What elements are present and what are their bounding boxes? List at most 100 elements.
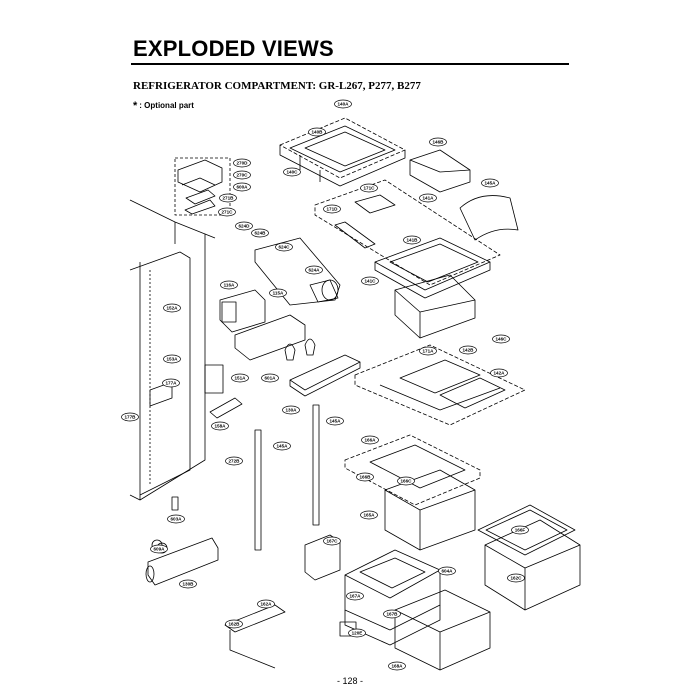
callout-label: 270D xyxy=(237,161,249,166)
callout-166b: 166B xyxy=(356,472,374,482)
callout-label: 603A xyxy=(171,517,183,522)
callout-label: 120E xyxy=(352,631,363,636)
callout-label: 145A xyxy=(330,419,342,424)
callout-label: 270C xyxy=(237,173,249,178)
callout-label: 116A xyxy=(224,283,235,288)
callout-label: 158A xyxy=(215,424,227,429)
callout-label: 140A xyxy=(338,102,350,107)
callout-label: 624D xyxy=(239,224,251,229)
callout-label: 167C xyxy=(327,539,339,544)
callout-label: 600A xyxy=(237,185,249,190)
callout-label: 168A xyxy=(392,664,404,669)
callout-label: 141B xyxy=(407,238,419,243)
callout-label: 171A xyxy=(423,349,435,354)
callout-168a: 168A xyxy=(388,661,406,671)
callout-label: 165A xyxy=(364,513,376,518)
callout-145a: 145A xyxy=(481,178,499,188)
callout-label: 624A xyxy=(309,268,321,273)
cover-145a xyxy=(459,195,519,241)
callout-label: 145A xyxy=(277,444,289,449)
callout-120e: 120E xyxy=(348,628,366,638)
lamp-assembly xyxy=(284,338,361,397)
page-title: EXPLODED VIEWS xyxy=(133,36,334,61)
callout-label: 162C xyxy=(511,576,523,581)
callout-601a: 601A xyxy=(261,373,279,383)
callout-167c: 167C xyxy=(323,536,341,546)
callout-162a: 162A xyxy=(257,599,275,609)
callout-165a: 165A xyxy=(360,510,378,520)
callout-label: 177B xyxy=(125,415,137,420)
shelf-group-141 xyxy=(314,179,501,299)
callout-600a: 600A xyxy=(233,182,251,192)
callout-624a: 624A xyxy=(305,265,323,275)
callout-label: 153A xyxy=(167,357,179,362)
callout-145a: 145A xyxy=(273,441,291,451)
callout-166c: 166C xyxy=(397,476,415,486)
shelf-rail-left xyxy=(254,429,262,551)
shelf-rail-right xyxy=(312,404,320,526)
callout-145a: 145A xyxy=(326,416,344,426)
callout-153a: 153A xyxy=(163,354,181,364)
callout-609a: 609A xyxy=(150,544,168,554)
callout-label: 271B xyxy=(223,196,235,201)
callout-label: 167A xyxy=(350,594,362,599)
drawer-179a xyxy=(394,274,476,339)
callout-270c: 270C xyxy=(233,170,251,180)
callout-141c: 141C xyxy=(361,276,379,286)
lower-compartment-parts xyxy=(304,534,441,646)
callout-166f: 166F xyxy=(511,525,529,535)
callout-272b: 272B xyxy=(225,456,243,466)
callout-label: 624C xyxy=(279,245,291,250)
callout-labels: 140A140B140C146B145A171C171D141A141B141C… xyxy=(121,99,529,671)
callout-177a: 177A xyxy=(162,378,180,388)
callout-label: 130B xyxy=(183,582,195,587)
callout-270d: 270D xyxy=(233,158,251,168)
callout-label: 271C xyxy=(222,210,234,215)
crisper-166a xyxy=(344,434,481,551)
callout-158a: 158A xyxy=(211,421,229,431)
callout-603a: 603A xyxy=(167,514,185,524)
callout-label: 166A xyxy=(365,438,377,443)
callout-label: 609A xyxy=(154,547,166,552)
control-box-116a xyxy=(219,289,306,361)
callout-152a: 152A xyxy=(163,303,181,313)
callout-label: 142A xyxy=(494,371,506,376)
callout-142a: 142A xyxy=(490,368,508,378)
callout-140c: 140C xyxy=(283,167,301,177)
callout-label: 177A xyxy=(166,381,178,386)
callout-130b: 130B xyxy=(179,579,197,589)
callout-171d: 171D xyxy=(323,204,341,214)
callout-141a: 141A xyxy=(419,193,437,203)
callout-label: 166C xyxy=(401,479,413,484)
callout-151a: 151A xyxy=(231,373,249,383)
callout-271b: 271B xyxy=(219,193,237,203)
callout-label: 115A xyxy=(273,291,284,296)
optional-star-mark: * xyxy=(133,100,138,112)
callout-label: 140C xyxy=(287,170,299,175)
callout-label: 145A xyxy=(485,181,497,186)
page-number: - 128 - xyxy=(336,676,363,686)
callout-label: 166F xyxy=(515,528,526,533)
callout-167b: 167B xyxy=(383,609,401,619)
section-subtitle: REFRIGERATOR COMPARTMENT: GR-L267, P277,… xyxy=(133,80,421,92)
callout-label: 604A xyxy=(442,569,454,574)
callout-141b: 141B xyxy=(403,235,421,245)
optional-part-label: : Optional part xyxy=(139,101,194,110)
callout-177b: 177B xyxy=(121,412,139,422)
callout-162c: 162C xyxy=(507,573,525,583)
callout-label: 167B xyxy=(387,612,399,617)
callout-162b: 162B xyxy=(225,619,243,629)
drawer-168a xyxy=(394,589,491,671)
cabinet-outline xyxy=(129,199,216,501)
callout-624c: 624C xyxy=(275,242,293,252)
callout-171c: 171C xyxy=(360,183,378,193)
callout-label: 162A xyxy=(261,602,273,607)
door-bin-146b xyxy=(409,149,471,193)
callout-label: 272B xyxy=(229,459,241,464)
callout-label: 601A xyxy=(265,376,277,381)
callout-167a: 167A xyxy=(346,591,364,601)
callout-624b: 624B xyxy=(251,228,269,238)
callout-140a: 140A xyxy=(334,99,352,109)
callout-label: 171C xyxy=(364,186,376,191)
callout-label: 141A xyxy=(423,196,435,201)
